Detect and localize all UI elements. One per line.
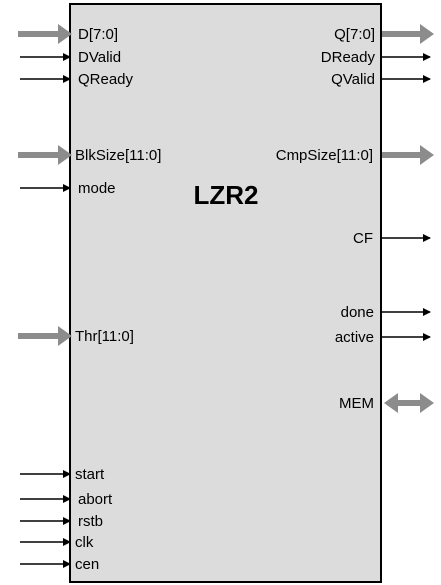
- port-label-dvalid: DValid: [78, 49, 121, 66]
- port-label-rstb: rstb: [78, 513, 103, 530]
- port-label-active: active: [335, 329, 374, 346]
- port-label-clk: clk: [75, 534, 94, 551]
- output-bus-arrow-q-7-0: [382, 24, 434, 44]
- port-label-d-7-0: D[7:0]: [78, 26, 118, 43]
- output-bus-arrow-cmpsize-11-0: [382, 145, 434, 165]
- module-name: LZR2: [194, 180, 259, 210]
- port-label-cf: CF: [353, 230, 373, 247]
- port-label-thr-11-0: Thr[11:0]: [75, 328, 134, 345]
- port-label-done: done: [341, 304, 374, 321]
- port-label-qready: QReady: [78, 71, 134, 88]
- port-label-cmpsize-11-0: CmpSize[11:0]: [276, 147, 373, 164]
- port-label-blksize-11-0: BlkSize[11:0]: [75, 147, 161, 164]
- port-label-mode: mode: [78, 180, 116, 197]
- port-label-cen: cen: [75, 556, 99, 573]
- input-bus-arrow-thr-11-0: [18, 326, 72, 346]
- port-label-dready: DReady: [321, 49, 376, 66]
- port-label-start: start: [75, 466, 105, 483]
- input-bus-arrow-d-7-0: [18, 24, 72, 44]
- bidir-bus-arrow-mem: [384, 393, 434, 413]
- input-bus-arrow-blksize-11-0: [18, 145, 72, 165]
- module-block: [69, 3, 382, 583]
- port-label-abort: abort: [78, 491, 113, 508]
- port-label-qvalid: QValid: [331, 71, 375, 88]
- port-label-q-7-0: Q[7:0]: [334, 26, 375, 43]
- port-label-mem: MEM: [339, 395, 374, 412]
